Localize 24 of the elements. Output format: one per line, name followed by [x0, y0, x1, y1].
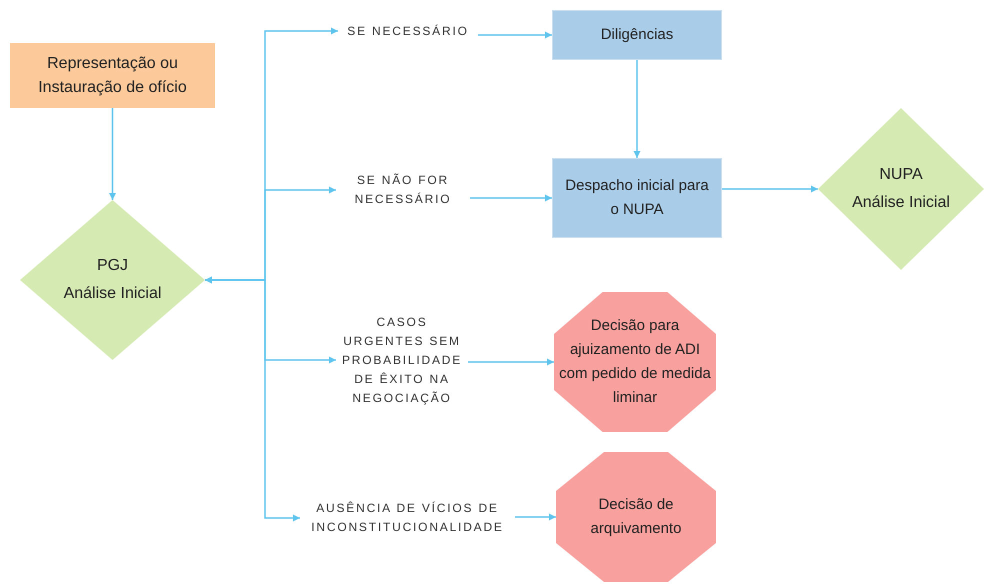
- node-text: Análise Inicial: [852, 193, 950, 213]
- arrow: [634, 60, 640, 158]
- decision-diamond: [20, 200, 205, 360]
- process-box: [552, 158, 722, 238]
- process-box: [552, 10, 722, 60]
- arrow: [515, 514, 556, 520]
- arrow: [468, 358, 554, 366]
- process-box: [10, 43, 215, 108]
- decision-diamond: [818, 108, 984, 270]
- arrow: [205, 276, 300, 522]
- node-text: NUPA: [879, 165, 923, 185]
- node-text: Análise Inicial: [64, 284, 162, 304]
- stop-octagon: [554, 292, 716, 432]
- node-text: Decisão para ajuizamento de ADI com pedido de medida liminar: [558, 316, 712, 408]
- node-text: Decisão de arquivamento: [590, 495, 682, 539]
- arrow: [470, 194, 552, 202]
- node-text: Despacho inicial para o NUPA: [565, 176, 709, 220]
- node-text: Representação ou Instauração de ofício: [37, 54, 188, 98]
- arrow: [722, 186, 818, 192]
- node-text: PGJ: [96, 256, 128, 276]
- arrow: [478, 32, 552, 38]
- stop-octagon: [556, 452, 716, 582]
- arrow: [109, 108, 116, 200]
- node-text: Diligências: [600, 25, 674, 45]
